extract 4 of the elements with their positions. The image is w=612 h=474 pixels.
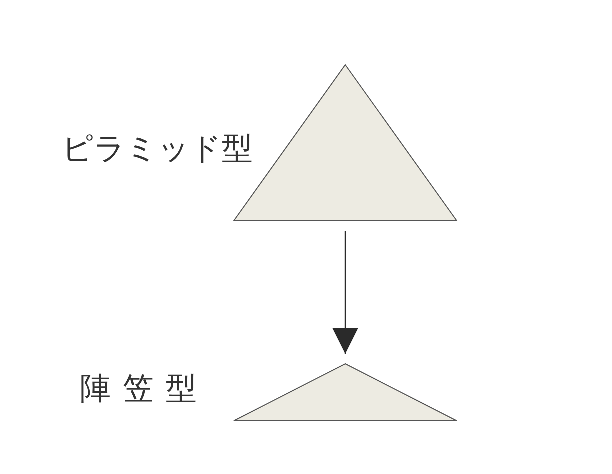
triangle-shape bbox=[234, 364, 457, 421]
shape-label: 陣笠型 bbox=[80, 370, 209, 408]
arrow bbox=[332, 231, 358, 354]
shape-label: ピラミッド型 bbox=[62, 130, 253, 168]
